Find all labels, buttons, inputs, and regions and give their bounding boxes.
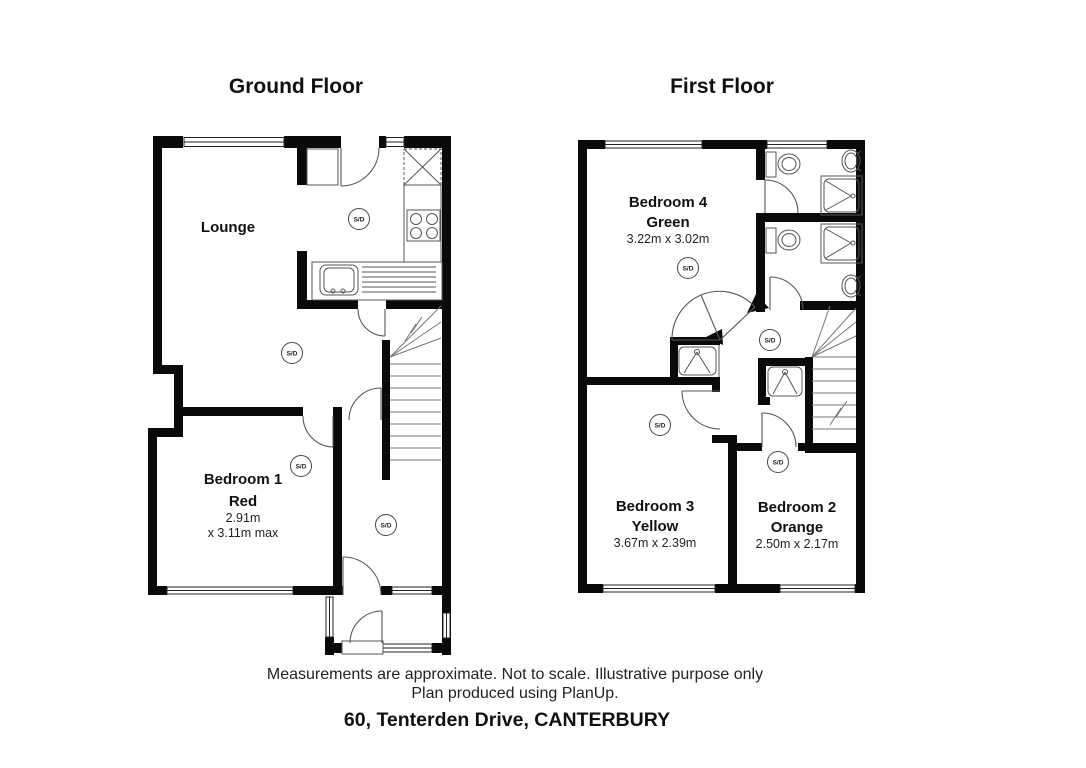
bedroom1-dim1: 2.91m [226, 511, 261, 525]
bathroom1-door [764, 179, 799, 214]
bedroom1-dim2: x 3.11m max [208, 526, 279, 540]
bedroom1-name: Bedroom 1 [204, 471, 282, 488]
stairs-break-mark [404, 316, 423, 342]
porch-side-window-right [442, 612, 451, 639]
bathroom2-fixtures [765, 223, 863, 298]
bedroom3-name: Bedroom 3 [616, 498, 694, 515]
footer: Measurements are approximate. Not to sca… [267, 666, 763, 731]
ground-stairs [389, 305, 442, 461]
svg-text:S/D: S/D [765, 338, 776, 345]
hall-porch-door [342, 556, 382, 596]
bedroom4-label: Bedroom 4 Green 3.22m x 3.02m [627, 194, 710, 246]
kitchen-counter-sink [311, 261, 443, 301]
bedroom4-dims: 3.22m x 3.02m [627, 232, 710, 246]
bathroom1-window [766, 140, 828, 149]
svg-text:S/D: S/D [287, 351, 298, 358]
bedroom1-label: Bedroom 1 Red 2.91m x 3.11m max [204, 471, 282, 540]
bedroom4-door [671, 290, 756, 341]
lounge-label: Lounge [201, 219, 255, 236]
smoke-detector-kitchen: S/D [348, 208, 370, 230]
shower-cubicle-1 [678, 346, 717, 376]
shower-icon [820, 175, 863, 216]
sink-icon [319, 264, 359, 296]
first-walls [578, 140, 865, 593]
hall-stairs-door [348, 387, 382, 421]
front-door [340, 147, 380, 187]
svg-text:S/D: S/D [354, 217, 365, 224]
shower-icon [820, 223, 863, 264]
smoke-detector-bedroom4: S/D [677, 257, 699, 279]
porch-bottom-window [382, 643, 433, 653]
first-stairs [811, 305, 857, 430]
kitchen-small-window [385, 137, 405, 147]
first-floor-title: First Floor [670, 75, 774, 98]
bedroom1-door [302, 415, 334, 448]
svg-text:S/D: S/D [381, 523, 392, 530]
bedroom2-label: Bedroom 2 Orange 2.50m x 2.17m [756, 499, 839, 551]
shower-cubicle-2 [767, 366, 803, 397]
svg-text:S/D: S/D [683, 266, 694, 273]
stairs-break-mark [829, 400, 848, 426]
svg-text:S/D: S/D [296, 464, 307, 471]
first-floor-plan: First Floor [578, 75, 865, 593]
bedroom2-color: Orange [771, 519, 824, 536]
smoke-detector-bedroom1: S/D [290, 455, 312, 477]
ground-floor-title: Ground Floor [229, 75, 363, 98]
ground-walls [148, 136, 451, 655]
bedroom4-window [604, 140, 703, 149]
bedroom3-label: Bedroom 3 Yellow 3.67m x 2.39m [614, 498, 697, 550]
bedroom3-window [602, 584, 716, 593]
smoke-detector-hall: S/D [281, 342, 303, 364]
kitchen-fixtures [306, 148, 443, 301]
hob-icon [406, 209, 441, 242]
smoke-detector-bedroom3: S/D [649, 414, 671, 436]
bedroom4-name: Bedroom 4 [629, 194, 708, 211]
disclaimer-line2: Plan produced using PlanUp. [411, 685, 618, 702]
porch-side-window-left [325, 596, 334, 638]
basin-icon [841, 274, 862, 298]
svg-text:S/D: S/D [773, 460, 784, 467]
bedroom2-door [761, 412, 797, 448]
lounge-window [183, 137, 285, 147]
bedroom4-color: Green [646, 214, 689, 231]
bathroom2-door [769, 276, 804, 311]
hall-window [391, 586, 433, 595]
ground-floor-plan: Ground Floor [148, 75, 451, 655]
bathroom1-fixtures [765, 149, 863, 216]
bedroom2-dims: 2.50m x 2.17m [756, 537, 839, 551]
disclaimer-line1: Measurements are approximate. Not to sca… [267, 666, 763, 683]
toilet-icon [765, 227, 801, 254]
bedroom3-dims: 3.67m x 2.39m [614, 536, 697, 550]
bedroom2-window [779, 584, 856, 593]
bedroom3-color: Yellow [632, 518, 679, 535]
svg-text:S/D: S/D [655, 423, 666, 430]
bedroom2-name: Bedroom 2 [758, 499, 836, 516]
smoke-detector-landing: S/D [759, 329, 781, 351]
porch-threshold [341, 640, 384, 655]
smoke-detector-lower-hall: S/D [375, 514, 397, 536]
bedroom1-window [166, 586, 294, 595]
kitchen-unit [306, 148, 339, 186]
kitchen-door [357, 308, 386, 337]
bedroom4-door-hinge-wedge [706, 329, 723, 345]
bedroom3-door [681, 390, 721, 430]
toilet-icon [765, 151, 801, 178]
basin-icon [841, 149, 862, 173]
porch-back-door [349, 610, 383, 644]
bedroom1-color: Red [229, 493, 257, 510]
drainer-icon [362, 266, 436, 293]
smoke-detector-bedroom2: S/D [767, 451, 789, 473]
property-address: 60, Tenterden Drive, CANTERBURY [344, 709, 670, 731]
